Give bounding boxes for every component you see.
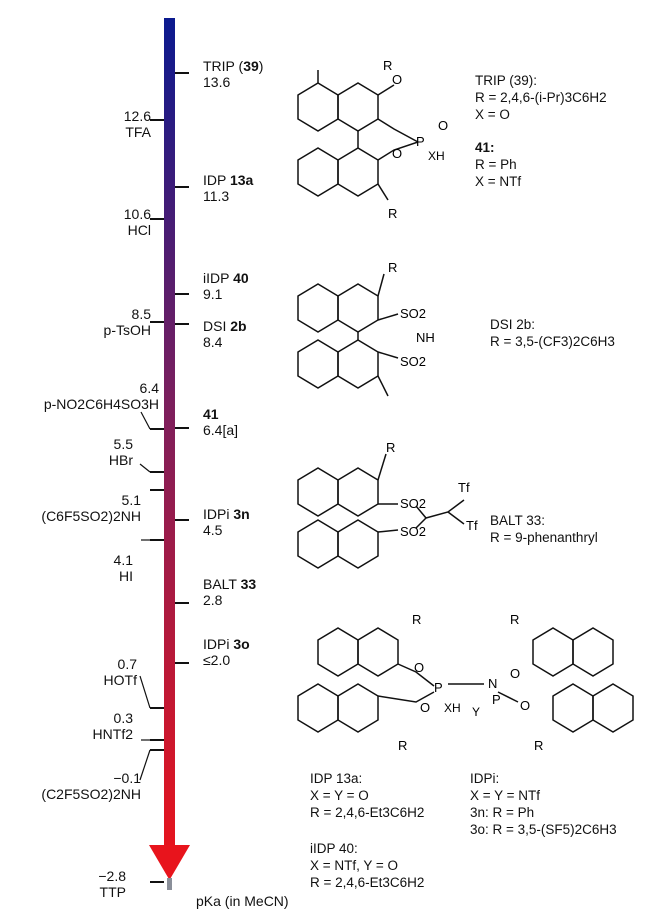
svg-text:O: O (520, 698, 530, 713)
label-c6f5: 5.1(C6F5SO2)2NH (41, 492, 141, 524)
svg-text:SO2: SO2 (400, 354, 426, 369)
structure-idp: O P N P Y XH O O O R R R R (297, 612, 634, 753)
note-idp: IDP 13a: X = Y = O R = 2,4,6-Et3C6H2 (310, 771, 425, 820)
note-idpi: IDPi: X = Y = NTf 3n: R = Ph 3o: R = 3,5… (470, 771, 617, 837)
label-idpi3o: IDPi 3o ≤2.0 (203, 636, 250, 668)
pka-scale-bar (164, 18, 175, 858)
svg-text:SO2: SO2 (400, 306, 426, 321)
note-trip: TRIP (39): R = 2,4,6-(i-Pr)3C6H2 X = O 4… (475, 73, 607, 189)
leader-line (139, 675, 151, 709)
label-dsi: DSI 2b 8.4 (203, 318, 247, 350)
svg-text:R: R (388, 206, 397, 221)
svg-text:P: P (416, 134, 425, 149)
svg-text:R: R (388, 260, 397, 275)
leader-line (139, 749, 151, 781)
svg-text:O: O (438, 118, 448, 133)
svg-text:SO2: SO2 (400, 524, 426, 539)
svg-text:O: O (420, 700, 430, 715)
svg-text:Y: Y (472, 705, 480, 719)
note-dsi: DSI 2b: R = 3,5-(CF3)2C6H3 (490, 317, 615, 349)
note-balt: BALT 33: R = 9-phenanthryl (490, 513, 598, 545)
label-41: 41 6.4[a] (203, 406, 239, 438)
svg-text:NH: NH (416, 330, 435, 345)
svg-text:O: O (392, 72, 402, 87)
svg-text:Tf: Tf (466, 518, 478, 533)
svg-text:R: R (386, 440, 395, 455)
svg-text:P: P (434, 680, 443, 695)
label-idpi3n: IDPi 3n 4.5 (203, 506, 250, 538)
pka-scale-end (167, 878, 172, 890)
leader-line (139, 463, 151, 473)
axis-caption: pKa (in MeCN) (196, 893, 289, 909)
svg-text:SO2: SO2 (400, 496, 426, 511)
label-balt: BALT 33 2.8 (203, 576, 257, 608)
structure-balt: SO2 SO2 Tf Tf R (297, 440, 478, 569)
svg-text:R: R (534, 738, 543, 753)
svg-text:N: N (488, 676, 497, 691)
svg-text:XH: XH (444, 701, 461, 715)
label-iidp: iIDP 40 9.1 (203, 270, 249, 302)
structure-dsi: SO2 NH SO2 R (297, 260, 435, 397)
svg-text:R: R (383, 58, 392, 73)
label-c2f5: −0.1(C2F5SO2)2NH (41, 770, 141, 802)
label-idp: IDP 13a 11.3 (203, 172, 254, 204)
svg-text:Tf: Tf (458, 480, 470, 495)
svg-text:O: O (510, 666, 520, 681)
svg-text:R: R (398, 738, 407, 753)
label-trip: TRIP (39) 13.6 (203, 58, 264, 90)
svg-text:O: O (414, 660, 424, 675)
pka-scale-arrowhead (149, 845, 190, 880)
leader-line (140, 411, 151, 430)
svg-text:R: R (510, 612, 519, 627)
svg-text:O: O (392, 146, 402, 161)
svg-text:R: R (412, 612, 421, 627)
structure-trip: O O P O XH R R (297, 58, 448, 221)
svg-text:XH: XH (428, 149, 445, 163)
svg-text:P: P (492, 692, 501, 707)
note-iidp: iIDP 40: X = NTf, Y = O R = 2,4,6-Et3C6H… (310, 841, 425, 890)
